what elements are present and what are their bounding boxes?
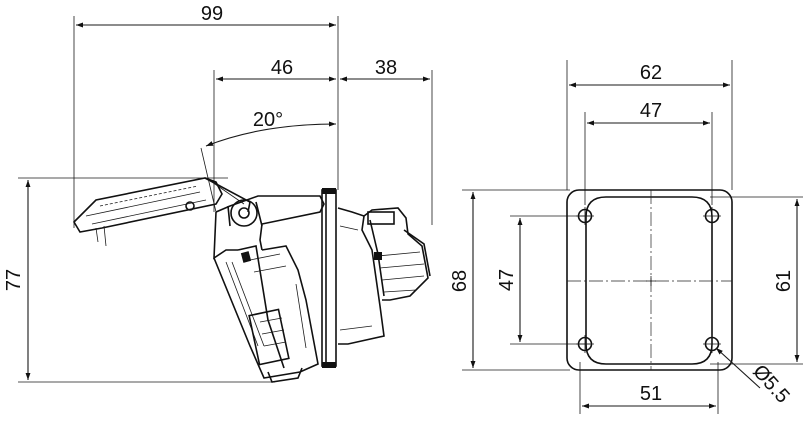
dim-overall-width: 99: [201, 3, 223, 25]
dim-arc-flap-angle: [205, 121, 337, 147]
dim-flap-depth: 46: [271, 57, 293, 79]
front-view: 62 47 51 68 47 61: [449, 60, 803, 414]
hinge: [227, 199, 263, 227]
dim-hole-spacing-vertical: 47: [496, 269, 518, 291]
hinged-lid: [72, 177, 251, 247]
dim-hole-spacing-bottom: 51: [640, 383, 662, 405]
mounting-holes: [576, 207, 721, 353]
socket-opening: [585, 196, 713, 365]
mounting-flange: [321, 188, 337, 368]
dim-opening-height: 61: [773, 270, 795, 292]
rear-housing: [337, 207, 431, 345]
front-extension-lines: [462, 60, 803, 414]
leader-hole-diameter: [715, 347, 761, 389]
dim-plate-width: 62: [640, 62, 662, 84]
dim-hole-spacing-top: 47: [640, 100, 662, 122]
socket-body: [213, 195, 325, 383]
side-extension-lines: [18, 16, 433, 383]
side-view: 99 46 38 20° 77: [3, 3, 433, 383]
dim-plate-height: 68: [449, 270, 471, 292]
dim-flap-angle: 20°: [253, 109, 283, 131]
dim-housing-depth: 38: [375, 57, 397, 79]
dim-overall-height: 77: [3, 269, 25, 291]
mounting-plate: [566, 189, 733, 371]
